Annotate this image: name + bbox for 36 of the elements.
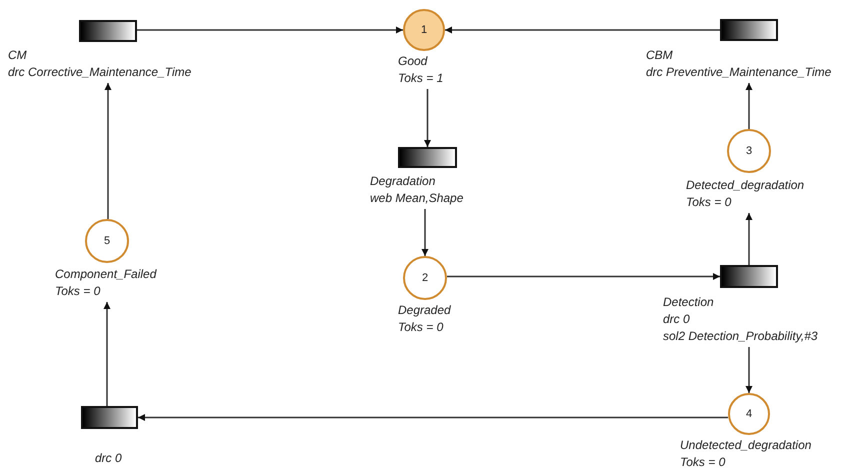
place-number: 2 [422, 272, 428, 284]
place-number: 1 [420, 24, 428, 36]
arc-arrow [746, 347, 752, 393]
node-caption: drc 0 [663, 311, 691, 328]
arc-arrow [447, 273, 720, 280]
node-caption: Toks = 1 [398, 70, 444, 87]
node-caption: Degraded [398, 302, 451, 319]
arc-arrow [137, 26, 403, 34]
node-caption: drc Preventive_Maintenance_Time [646, 64, 832, 81]
node-caption: Detection [663, 294, 715, 311]
arc-arrow [138, 414, 728, 421]
node-caption: sol2 Detection_Probability,#3 [663, 328, 818, 345]
arc-arrow [104, 83, 112, 219]
place-number: 5 [104, 235, 110, 247]
arc-arrow [746, 83, 752, 129]
node-caption: Degradation [370, 173, 436, 190]
arc-arrow [746, 213, 752, 265]
node-caption: Detected_degradation [686, 177, 804, 194]
node-caption: CBM [646, 47, 674, 64]
node-caption: Toks = 0 [686, 194, 732, 211]
node-caption: web Mean,Shape [370, 190, 464, 207]
node-caption: Undetected_degradation [680, 437, 812, 454]
node-caption: CM [8, 47, 28, 64]
arc-arrow [422, 209, 428, 256]
node-caption: Toks = 0 [55, 283, 102, 300]
node-caption: drc 0 [95, 450, 122, 467]
node-caption: drc Corrective_Maintenance_Time [8, 64, 192, 81]
place-number: 4 [746, 408, 752, 420]
place-number: 3 [746, 145, 752, 157]
node-caption: Toks = 0 [398, 319, 444, 336]
node-caption: Good [398, 53, 428, 70]
arc-arrow [104, 302, 110, 406]
node-caption: Component_Failed [55, 266, 156, 283]
node-caption: Toks = 0 [680, 454, 726, 471]
arc-arrow [424, 89, 431, 147]
arc-arrow [445, 26, 720, 34]
